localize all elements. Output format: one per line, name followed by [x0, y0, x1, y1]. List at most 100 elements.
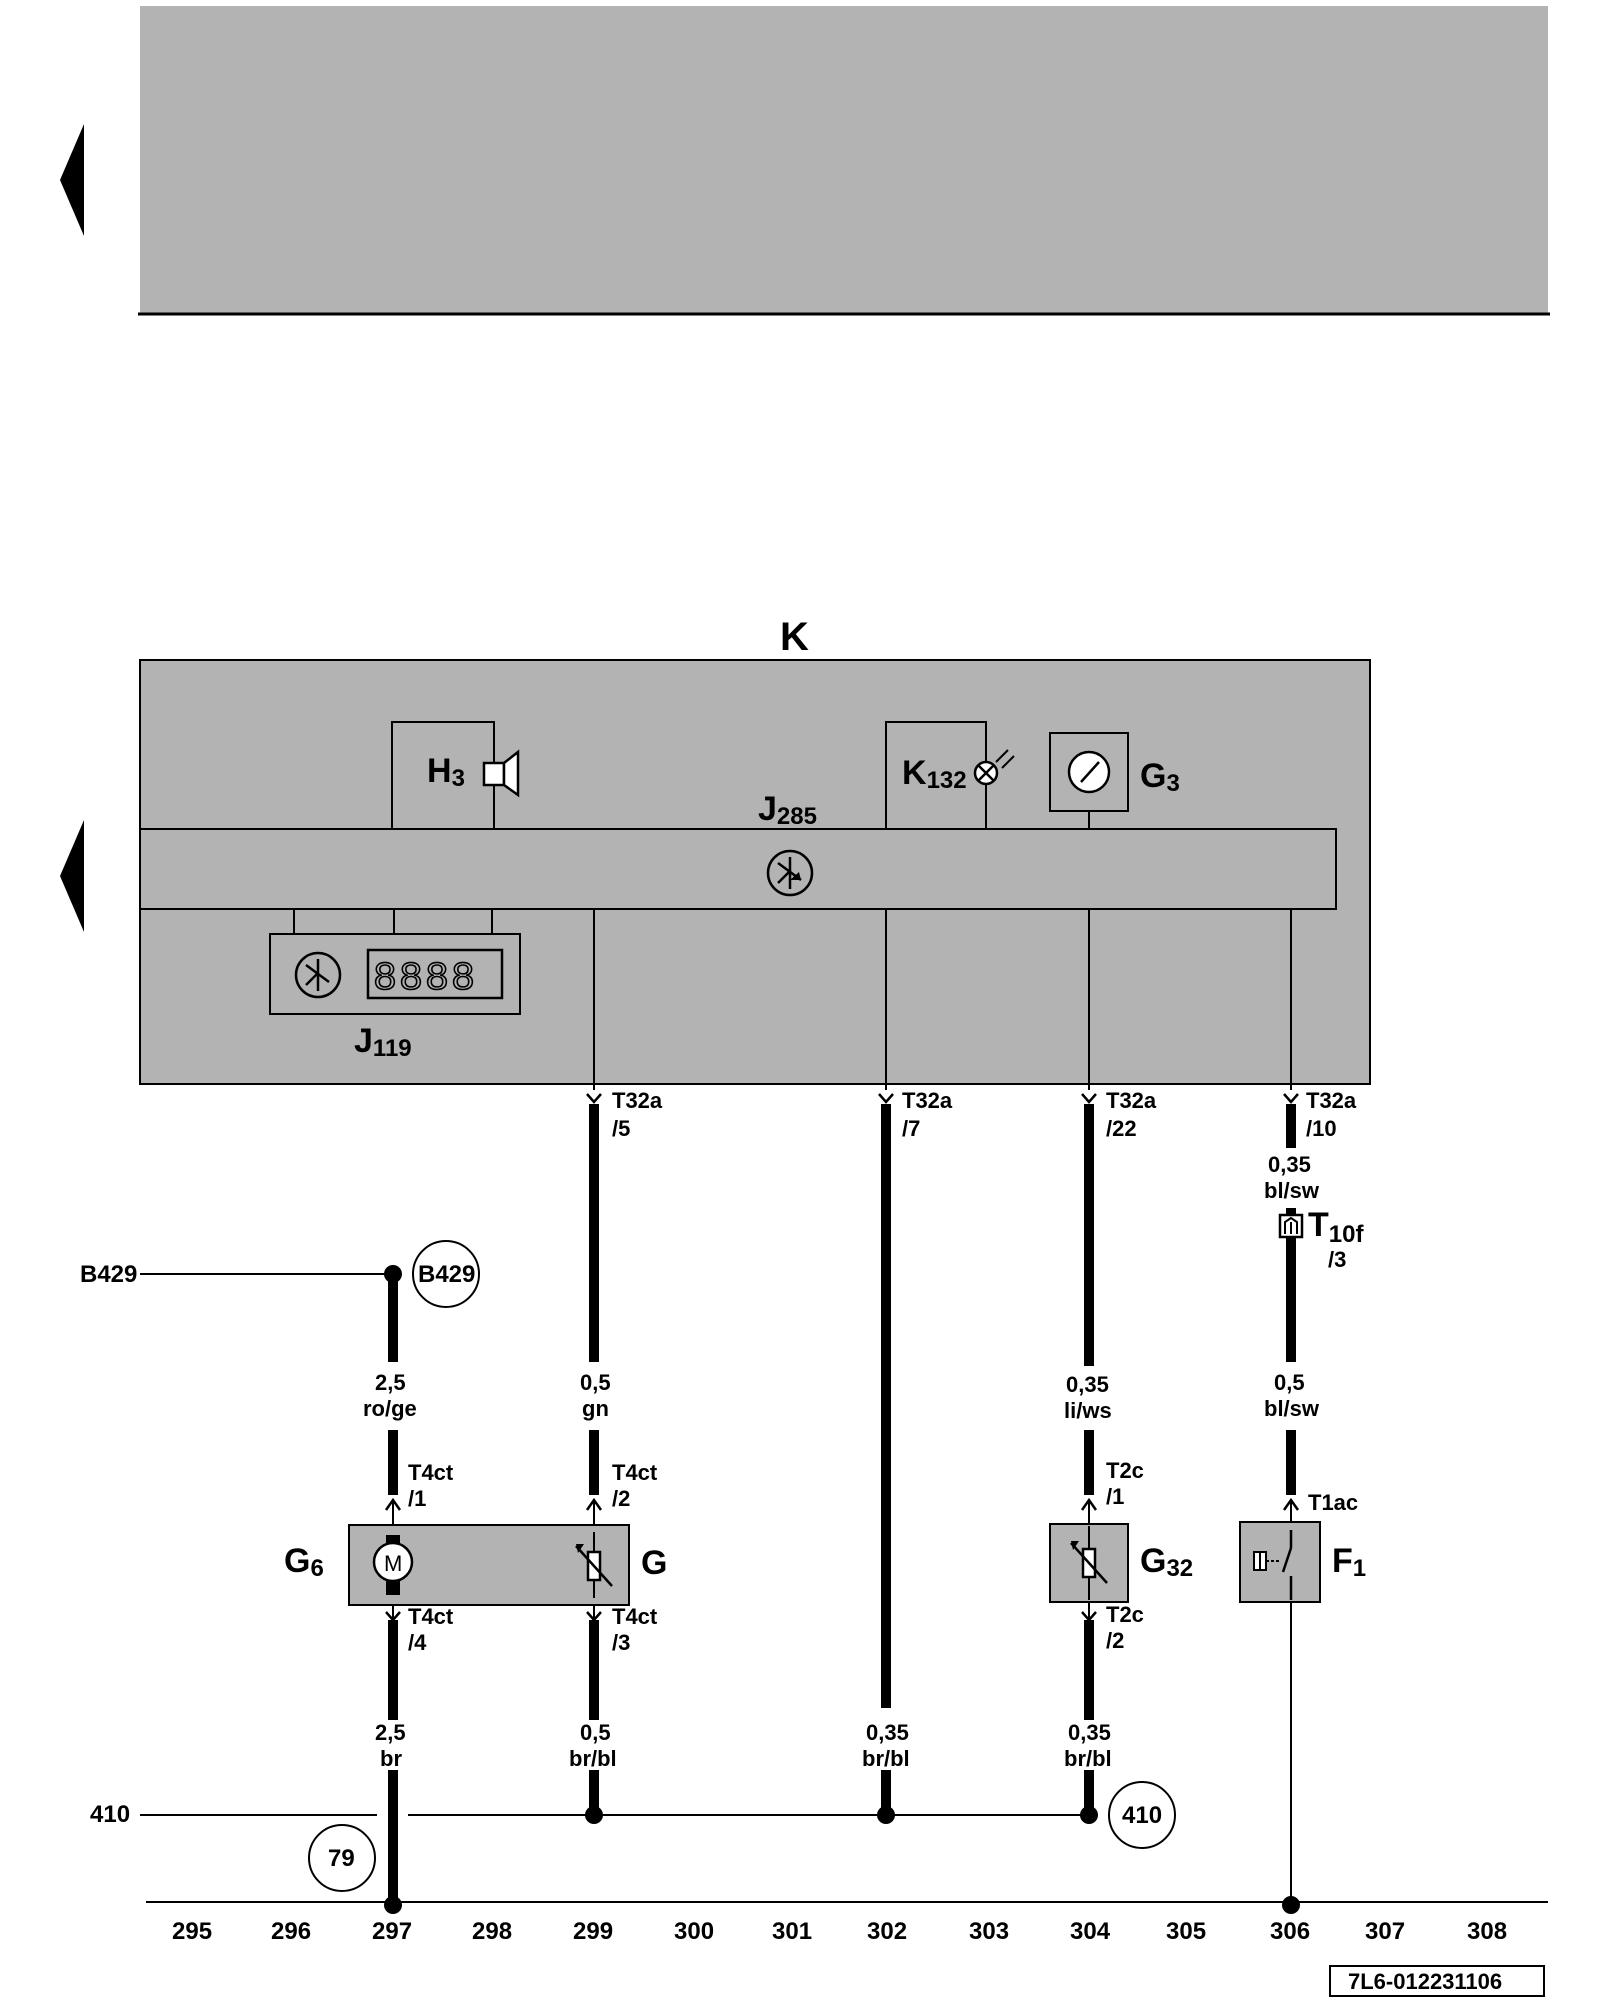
f1-housing — [1239, 1521, 1321, 1603]
track-301: 301 — [772, 1918, 812, 1945]
track-295: 295 — [172, 1918, 212, 1945]
nav-arrow-left-mid[interactable] — [60, 820, 84, 932]
k132-housing — [885, 721, 987, 830]
wire-w1-size: 2,5 — [375, 1370, 406, 1395]
wire-w4-size: 0,35 — [1268, 1152, 1311, 1177]
conn-t4ct-4-name: T4ct — [408, 1604, 454, 1629]
conn-t32a-22-pin: /22 — [1106, 1116, 1137, 1141]
ref-410-circle — [1108, 1781, 1176, 1849]
track-307: 307 — [1365, 1918, 1405, 1945]
ground-junction-306 — [1282, 1896, 1300, 1914]
conn-t2c-2-pin: /2 — [1106, 1628, 1124, 1653]
wires — [388, 1104, 1296, 1910]
wire-w3-color: li/ws — [1064, 1398, 1112, 1423]
j119-label: J119 — [354, 1022, 412, 1062]
t10f-label: T10f — [1308, 1206, 1364, 1248]
track-300: 300 — [674, 1918, 714, 1945]
buzzer-icon — [482, 749, 520, 798]
conn-t32a-7-name: T32a — [902, 1088, 953, 1113]
control-unit-j285-bar — [139, 828, 1337, 910]
track-308: 308 — [1467, 1918, 1507, 1945]
conn-t4ct-3-pin: /3 — [612, 1630, 630, 1655]
j285-label: J285 — [758, 790, 817, 830]
nav-arrow-left-top[interactable] — [60, 124, 84, 236]
track-297: 297 — [372, 1918, 412, 1945]
display-digits: 8888 — [373, 957, 477, 1002]
connector-labels: T32a /5 T32a /7 T32a /22 T32a /10 T4ct /… — [408, 1088, 1358, 1655]
connector-arrows — [586, 1093, 1299, 1104]
header-gray-panel — [140, 6, 1548, 314]
h3-housing — [391, 721, 495, 830]
conn-t4ct-2-pin: /2 — [612, 1486, 630, 1511]
variable-resistor-icon-g — [575, 1532, 613, 1598]
track-306: 306 — [1270, 1918, 1310, 1945]
g3-label: G3 — [1140, 757, 1180, 797]
track-numbers: 295 296 297 298 299 300 301 302 303 304 … — [172, 1918, 1507, 1945]
track-303: 303 — [969, 1918, 1009, 1945]
conn-t4ct-1-name: T4ct — [408, 1460, 454, 1485]
junction-299 — [585, 1806, 603, 1824]
track-299: 299 — [573, 1918, 613, 1945]
track-298: 298 — [472, 1918, 512, 1945]
conn-t32a-7-pin: /7 — [902, 1116, 920, 1141]
conn-t32a-5-pin: /5 — [612, 1116, 630, 1141]
conn-t32a-5-name: T32a — [612, 1088, 663, 1113]
k132-label: K132 — [902, 754, 967, 794]
track-302: 302 — [867, 1918, 907, 1945]
wire-w2-color: gn — [582, 1396, 609, 1421]
b429-ref-circle — [412, 1240, 480, 1308]
b429-line-label: B429 — [80, 1261, 137, 1288]
svg-text:M: M — [384, 1551, 402, 1576]
wire-w7-size: 0,5 — [580, 1720, 611, 1745]
junction-302 — [877, 1806, 895, 1824]
ground-junction-297 — [384, 1896, 402, 1914]
conn-t2c-2-name: T2c — [1106, 1602, 1144, 1627]
conn-t4ct-3-name: T4ct — [612, 1604, 658, 1629]
ref-79-label: 79 — [328, 1845, 355, 1872]
t10f-pin: /3 — [1328, 1247, 1346, 1272]
doc-id-box — [1329, 1965, 1545, 1997]
b429-junction — [384, 1265, 402, 1283]
variable-resistor-icon-g32 — [1070, 1526, 1108, 1600]
g6-label: G6 — [284, 1542, 324, 1582]
component-k-label: K — [780, 615, 809, 659]
conn-t2c-1-name: T2c — [1106, 1458, 1144, 1483]
wire-w4-color: bl/sw — [1264, 1178, 1320, 1203]
ref-79-circle — [308, 1824, 376, 1892]
conn-t4ct-2-name: T4ct — [612, 1460, 658, 1485]
wire-w9-size: 0,35 — [1068, 1720, 1111, 1745]
connector-stubs — [392, 1500, 1292, 1620]
track-296: 296 — [271, 1918, 311, 1945]
wire-w8-color: br/bl — [862, 1746, 910, 1771]
wire-w5-color: bl/sw — [1264, 1396, 1320, 1421]
doc-id: 7L6-012231106 — [1348, 1969, 1502, 1994]
conn-t32a-10-pin: /10 — [1306, 1116, 1337, 1141]
g32-label: G32 — [1140, 1542, 1193, 1582]
conn-t2c-1-pin: /1 — [1106, 1484, 1124, 1509]
ref-410-line-label: 410 — [90, 1801, 130, 1828]
conn-t4ct-1-pin: /1 — [408, 1486, 426, 1511]
wire-w3-size: 0,35 — [1066, 1372, 1109, 1397]
wire-w6-color: br — [380, 1746, 402, 1771]
connector-t10f-icon — [1278, 1213, 1304, 1239]
f1-label: F1 — [1332, 1542, 1366, 1582]
warning-lamp-icon — [973, 749, 1015, 786]
ref-410-circle-label: 410 — [1122, 1802, 1162, 1829]
wire-w8-size: 0,35 — [866, 1720, 909, 1745]
wire-w2-size: 0,5 — [580, 1370, 611, 1395]
motor-icon: M — [372, 1535, 414, 1595]
wire-w6-size: 2,5 — [375, 1720, 406, 1745]
wire-w1-color: ro/ge — [363, 1396, 417, 1421]
junction-304 — [1080, 1806, 1098, 1824]
h3-label: H3 — [427, 752, 465, 792]
track-304: 304 — [1070, 1918, 1111, 1945]
conn-t1ac-name: T1ac — [1308, 1490, 1358, 1515]
wire-w9-color: br/bl — [1064, 1746, 1112, 1771]
conn-t32a-10-name: T32a — [1306, 1088, 1357, 1113]
pressure-switch-icon — [1253, 1530, 1293, 1600]
wire-w7-color: br/bl — [569, 1746, 617, 1771]
g-label: G — [641, 1544, 667, 1582]
track-305: 305 — [1166, 1918, 1206, 1945]
j285-symbol-icon — [766, 849, 814, 897]
